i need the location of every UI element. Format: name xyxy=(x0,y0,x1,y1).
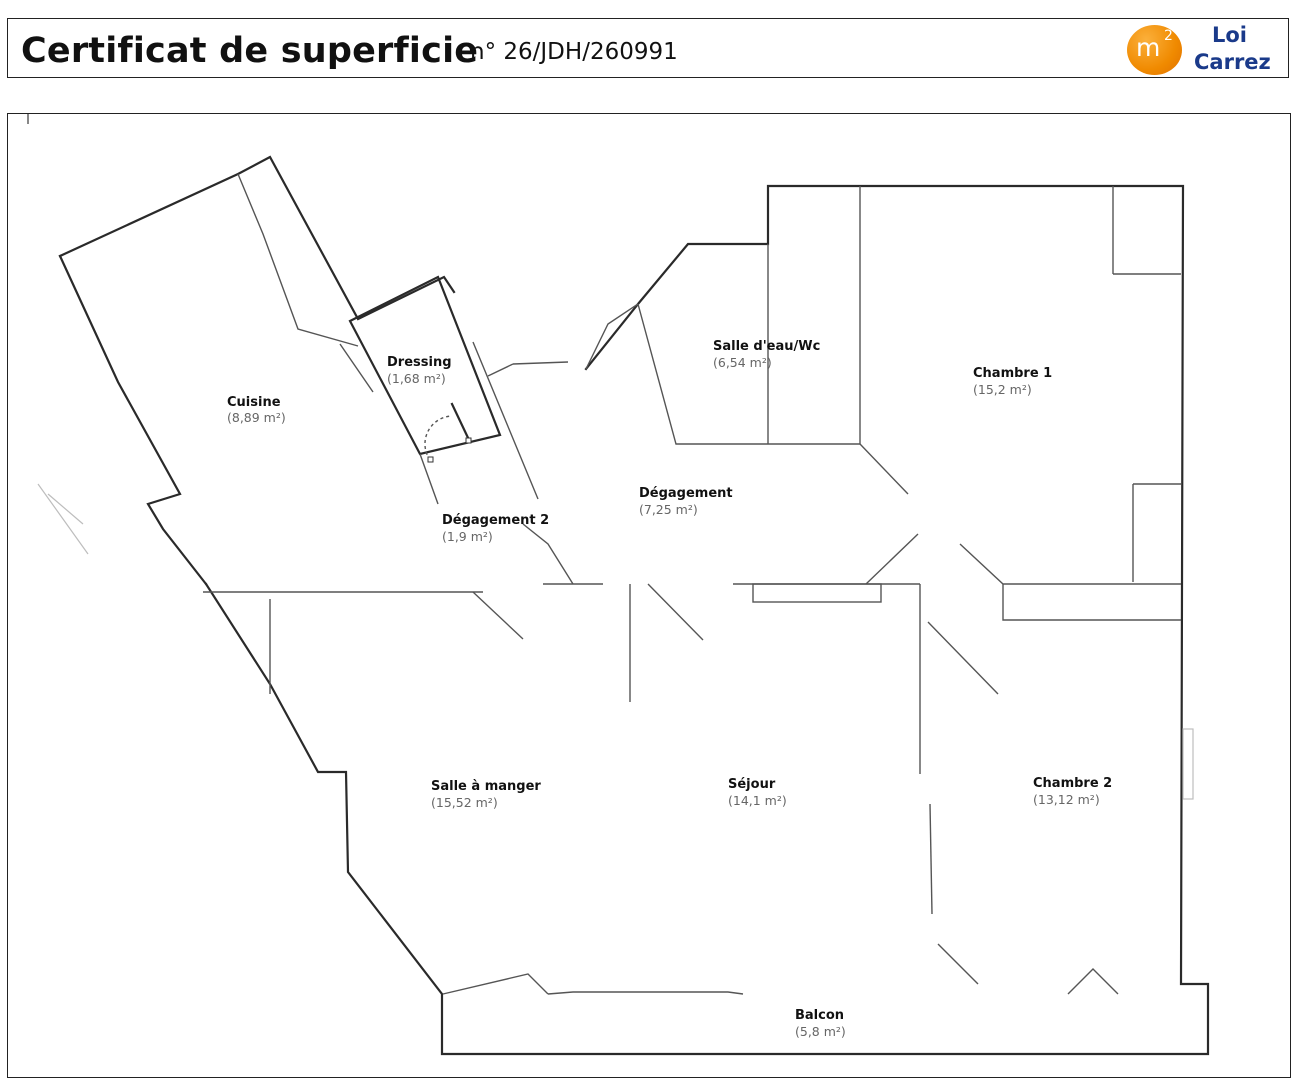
interior-walls xyxy=(37,173,1194,995)
room-label-salle-deau: Salle d'eau/Wc xyxy=(713,339,821,354)
room-area-degagement-2: (1,9 m²) xyxy=(442,529,493,544)
room-label-dressing: Dressing xyxy=(387,355,452,370)
outer-walls xyxy=(27,114,1210,1056)
room-area-salle-deau: (6,54 m²) xyxy=(713,355,772,370)
room-label-degagement-2: Dégagement 2 xyxy=(442,513,550,528)
logo-m2-exponent: 2 xyxy=(1164,28,1173,44)
room-area-degagement: (7,25 m²) xyxy=(639,502,698,517)
room-label-chambre-2: Chambre 2 xyxy=(1033,776,1113,791)
certificate-header: Certificat de superficie n° 26/JDH/26099… xyxy=(7,18,1289,78)
room-area-sejour: (14,1 m²) xyxy=(728,793,787,808)
room-area-balcon: (5,8 m²) xyxy=(795,1024,846,1039)
room-label-balcon: Balcon xyxy=(795,1008,845,1023)
room-area-chambre-1: (15,2 m²) xyxy=(973,382,1032,397)
room-area-chambre-2: (13,12 m²) xyxy=(1033,792,1100,807)
room-label-chambre-1: Chambre 1 xyxy=(973,366,1053,381)
floor-plan-drawing xyxy=(27,114,1210,1056)
loi-carrez-logo-icon xyxy=(1127,25,1182,75)
room-label-degagement: Dégagement xyxy=(639,486,733,501)
room-area-salle-a-manger: (15,52 m²) xyxy=(431,795,498,810)
floor-plan: Cuisine (8,89 m²) Dressing (1,68 m²) Dég… xyxy=(7,113,1291,1078)
room-area-dressing: (1,68 m²) xyxy=(387,371,446,386)
page-title: Certificat de superficie xyxy=(21,31,479,71)
logo-m2-text: m xyxy=(1136,33,1161,62)
dressing-walls xyxy=(348,275,502,505)
room-area-cuisine: (8,89 m²) xyxy=(227,410,286,425)
logo-line-loi: Loi xyxy=(1212,23,1248,47)
room-label-sejour: Séjour xyxy=(728,777,776,792)
room-label-cuisine: Cuisine xyxy=(227,395,281,410)
certificate-number: n° 26/JDH/260991 xyxy=(470,39,678,65)
logo-line-carrez: Carrez xyxy=(1194,50,1271,74)
room-label-salle-a-manger: Salle à manger xyxy=(431,779,541,794)
